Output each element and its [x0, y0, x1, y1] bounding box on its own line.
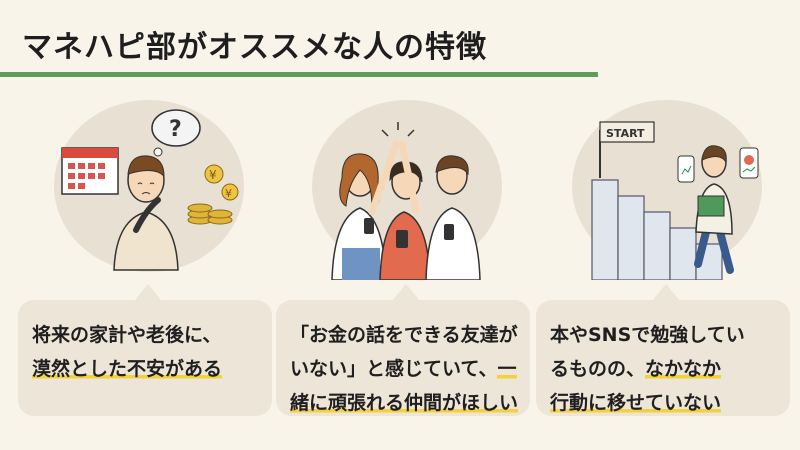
feature-card-1: ? ¥ ¥ 将来の家計や老後に、 漠然とした不安がある	[18, 100, 278, 440]
friend-middle	[379, 161, 431, 280]
question-cloud-icon: ?	[147, 109, 201, 163]
card-text-line: 行動に移せていない	[550, 386, 778, 420]
card-text-plain: いない」と感じていて、	[290, 358, 498, 380]
svg-text:¥: ¥	[209, 168, 217, 182]
friend-left	[331, 153, 387, 280]
card-text-line: 緒に頑張れる仲間がほしい	[290, 386, 519, 420]
stairs-climb-illustration: START	[591, 121, 759, 280]
card-text-line: 漠然とした不安がある	[32, 352, 260, 386]
friend-right	[425, 155, 481, 280]
svg-text:?: ?	[169, 117, 182, 142]
card-text-line: いない」と感じていて、一	[290, 352, 518, 386]
worried-person	[113, 155, 179, 271]
calendar-icon	[61, 147, 119, 195]
svg-text:START: START	[606, 127, 645, 140]
feature-card-2: 「お金の話をできる友達が いない」と感じていて、一 緒に頑張れる仲間がほしい	[276, 100, 536, 440]
phone-chart-icon	[677, 147, 759, 183]
highlighted-text: 漠然とした不安がある	[32, 358, 223, 380]
highlighted-text: 一	[497, 358, 517, 380]
card-text-line: 「お金の話をできる友達が	[290, 324, 518, 346]
coin-stack-icon: ¥ ¥	[187, 164, 239, 225]
text-bubble: 「お金の話をできる友達が いない」と感じていて、一 緒に頑張れる仲間がほしい	[276, 284, 530, 416]
page-title: マネハピ部がオススメな人の特徴	[22, 30, 487, 65]
text-bubble: 将来の家計や老後に、 漠然とした不安がある	[18, 284, 272, 416]
start-flag-icon: START	[599, 121, 655, 178]
friends-high-five-illustration	[331, 122, 481, 280]
climbing-person	[694, 145, 734, 274]
worried-person-illustration: ? ¥ ¥	[61, 109, 239, 271]
text-bubble: 本やSNSで勉強してい るものの、なかなか 行動に移せていない	[536, 284, 790, 416]
svg-text:¥: ¥	[225, 187, 232, 200]
highlighted-text: 行動に移せていない	[550, 392, 722, 414]
card-text-plain: るものの、	[550, 358, 646, 380]
card-text-line: 本やSNSで勉強してい	[550, 324, 745, 346]
highlighted-text: なかなか	[645, 358, 722, 380]
title-underline	[0, 72, 598, 77]
card-text-line: るものの、なかなか	[550, 352, 778, 386]
highlighted-text: 緒に頑張れる仲間がほしい	[290, 392, 519, 414]
stairs	[591, 179, 723, 280]
card-text-line: 将来の家計や老後に、	[32, 324, 222, 346]
feature-card-3: START 本やSNSで勉強してい るものの、なかなか	[536, 100, 796, 440]
